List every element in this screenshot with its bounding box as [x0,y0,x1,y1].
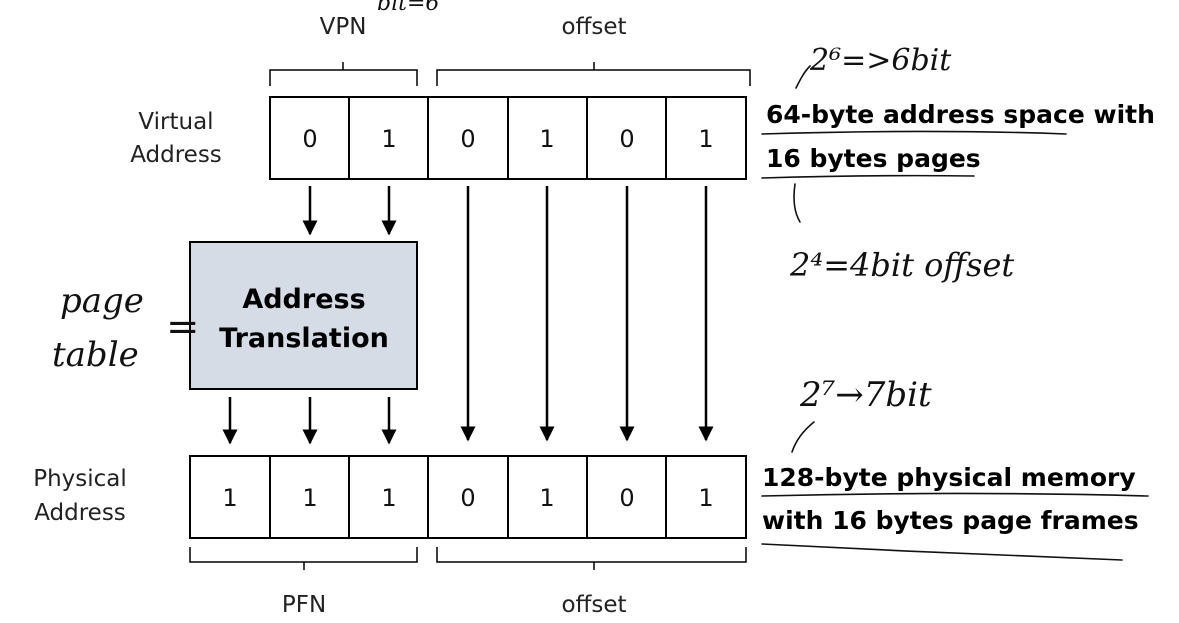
physical-bits-stroke [791,421,815,453]
translation-title-line2: Translation [219,323,389,354]
physical-address-register: 1 1 1 0 1 0 1 [189,455,747,539]
physical-bit: 1 [381,484,396,512]
virtual-bit: 0 [302,125,317,153]
physical-note-underline-2 [761,543,1123,561]
physical-bit-cell [507,455,588,539]
virtual-bits-stroke [795,65,811,89]
virtual-bits-annotation: 2⁶=>6bit [809,43,952,78]
offset-bits-stroke [793,183,801,223]
address-translation-box: Address Translation [189,241,418,390]
virtual-bit-cell [348,96,429,180]
physical-note-line2: with 16 bytes page frames [762,506,1139,535]
virtual-bit-cell [269,96,350,180]
virtual-offset-brace [436,62,751,86]
virtual-note-line1: 64-byte address space with [766,100,1155,129]
virtual-offset-label: offset [561,14,626,40]
virtual-note-underline-2 [761,174,975,179]
physical-bit-cell [269,455,350,539]
physical-bit-cell [586,455,667,539]
virtual-note-line2: 16 bytes pages [766,144,981,173]
physical-bit-cell [427,455,509,539]
physical-note-line1: 128-byte physical memory [762,463,1136,492]
physical-bit: 1 [222,484,237,512]
virtual-bit-cell [586,96,667,180]
virtual-bit: 0 [619,125,634,153]
virtual-bit-cell [507,96,588,180]
page-table-annotation-line1: page [60,281,144,321]
physical-bit: 1 [302,484,317,512]
physical-bit: 0 [619,484,634,512]
page-table-equals: = [166,304,200,350]
virtual-bit: 1 [698,125,713,153]
physical-bit-cell [189,455,271,539]
virtual-address-label-line1: Virtual [138,109,213,135]
physical-note-underline [761,492,1149,497]
virtual-bit: 1 [539,125,554,153]
physical-bit-cell [665,455,747,539]
vpn-label: VPN [320,14,367,40]
physical-address-label-line1: Physical [33,466,127,492]
page-table-annotation-line2: table [52,335,139,375]
physical-bit: 0 [460,484,475,512]
physical-bit: 1 [539,484,554,512]
pfn-label: PFN [282,592,326,618]
virtual-bit: 1 [381,125,396,153]
physical-bit: 1 [698,484,713,512]
virtual-bit: 0 [460,125,475,153]
virtual-address-register: 0 1 0 1 0 1 [269,96,747,180]
vpn-brace [269,62,418,86]
translation-title-line1: Address [242,284,365,315]
physical-bits-annotation: 2⁷→7bit [799,375,932,415]
physical-address-label-line2: Address [34,500,126,526]
pfn-brace [189,547,418,570]
physical-offset-label: offset [561,592,626,618]
physical-offset-brace [436,547,747,570]
virtual-bit-cell [665,96,747,180]
virtual-note-underline [761,130,1067,135]
offset-bits-annotation: 2⁴=4bit offset [789,246,1014,284]
physical-bit-cell [348,455,429,539]
virtual-address-label-line2: Address [130,142,222,168]
top-scribble: bit=6 [377,0,439,16]
